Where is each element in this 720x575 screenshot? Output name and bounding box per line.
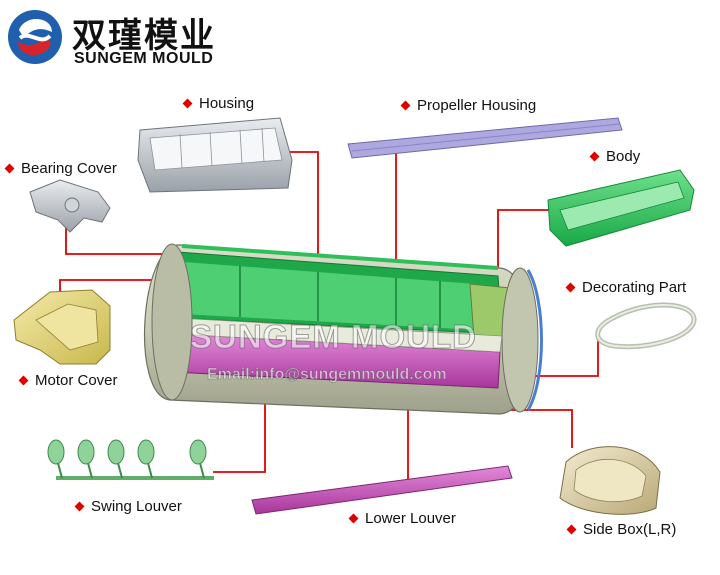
label-swing-louver: Swing Louver — [74, 498, 182, 515]
label-lower-louver: Lower Louver — [348, 510, 456, 527]
bullet-diamond-icon — [400, 100, 411, 111]
watermark-email: Email:info@sungemmould.com — [207, 366, 447, 384]
label-housing: Housing — [182, 95, 254, 112]
label-body: Body — [589, 148, 640, 165]
logo-english-text: SUNGEM MOULD — [74, 50, 214, 67]
label-propeller-housing: Propeller Housing — [400, 97, 536, 114]
bullet-diamond-icon — [182, 98, 193, 109]
bullet-diamond-icon — [565, 282, 576, 293]
logo-icon — [8, 10, 62, 64]
leader-lines — [59, 150, 599, 480]
leader-body — [497, 209, 555, 275]
leader-housing — [290, 151, 319, 268]
bullet-diamond-icon — [4, 163, 15, 174]
label-motor-cover: Motor Cover — [18, 372, 118, 389]
label-side-box: Side Box(L,R) — [566, 521, 676, 538]
bullet-diamond-icon — [566, 524, 577, 535]
leader-decorating-part — [520, 338, 599, 377]
lower-louver-part — [251, 465, 513, 515]
housing-part — [137, 117, 293, 193]
label-bearing-cover: Bearing Cover — [4, 160, 117, 177]
motor-cover-part — [13, 289, 111, 365]
leader-bearing-cover — [65, 220, 190, 255]
bearing-cover-part — [29, 179, 111, 233]
bullet-diamond-icon — [18, 375, 29, 386]
side-box-part — [559, 446, 661, 515]
decorating-part-part — [595, 302, 697, 350]
label-decorating-part: Decorating Part — [565, 279, 686, 296]
air-conditioner-assembly — [143, 243, 543, 415]
swing-louver-part — [47, 439, 214, 480]
bullet-diamond-icon — [348, 513, 359, 524]
body-part — [547, 169, 695, 247]
bullet-diamond-icon — [74, 501, 85, 512]
bullet-diamond-icon — [589, 151, 600, 162]
logo-chinese-text: 双瑾模业 — [72, 16, 216, 56]
propeller-housing-part — [347, 117, 623, 159]
leader-side-box — [430, 409, 573, 448]
watermark-name: SUNGEM MOULD — [190, 318, 477, 356]
